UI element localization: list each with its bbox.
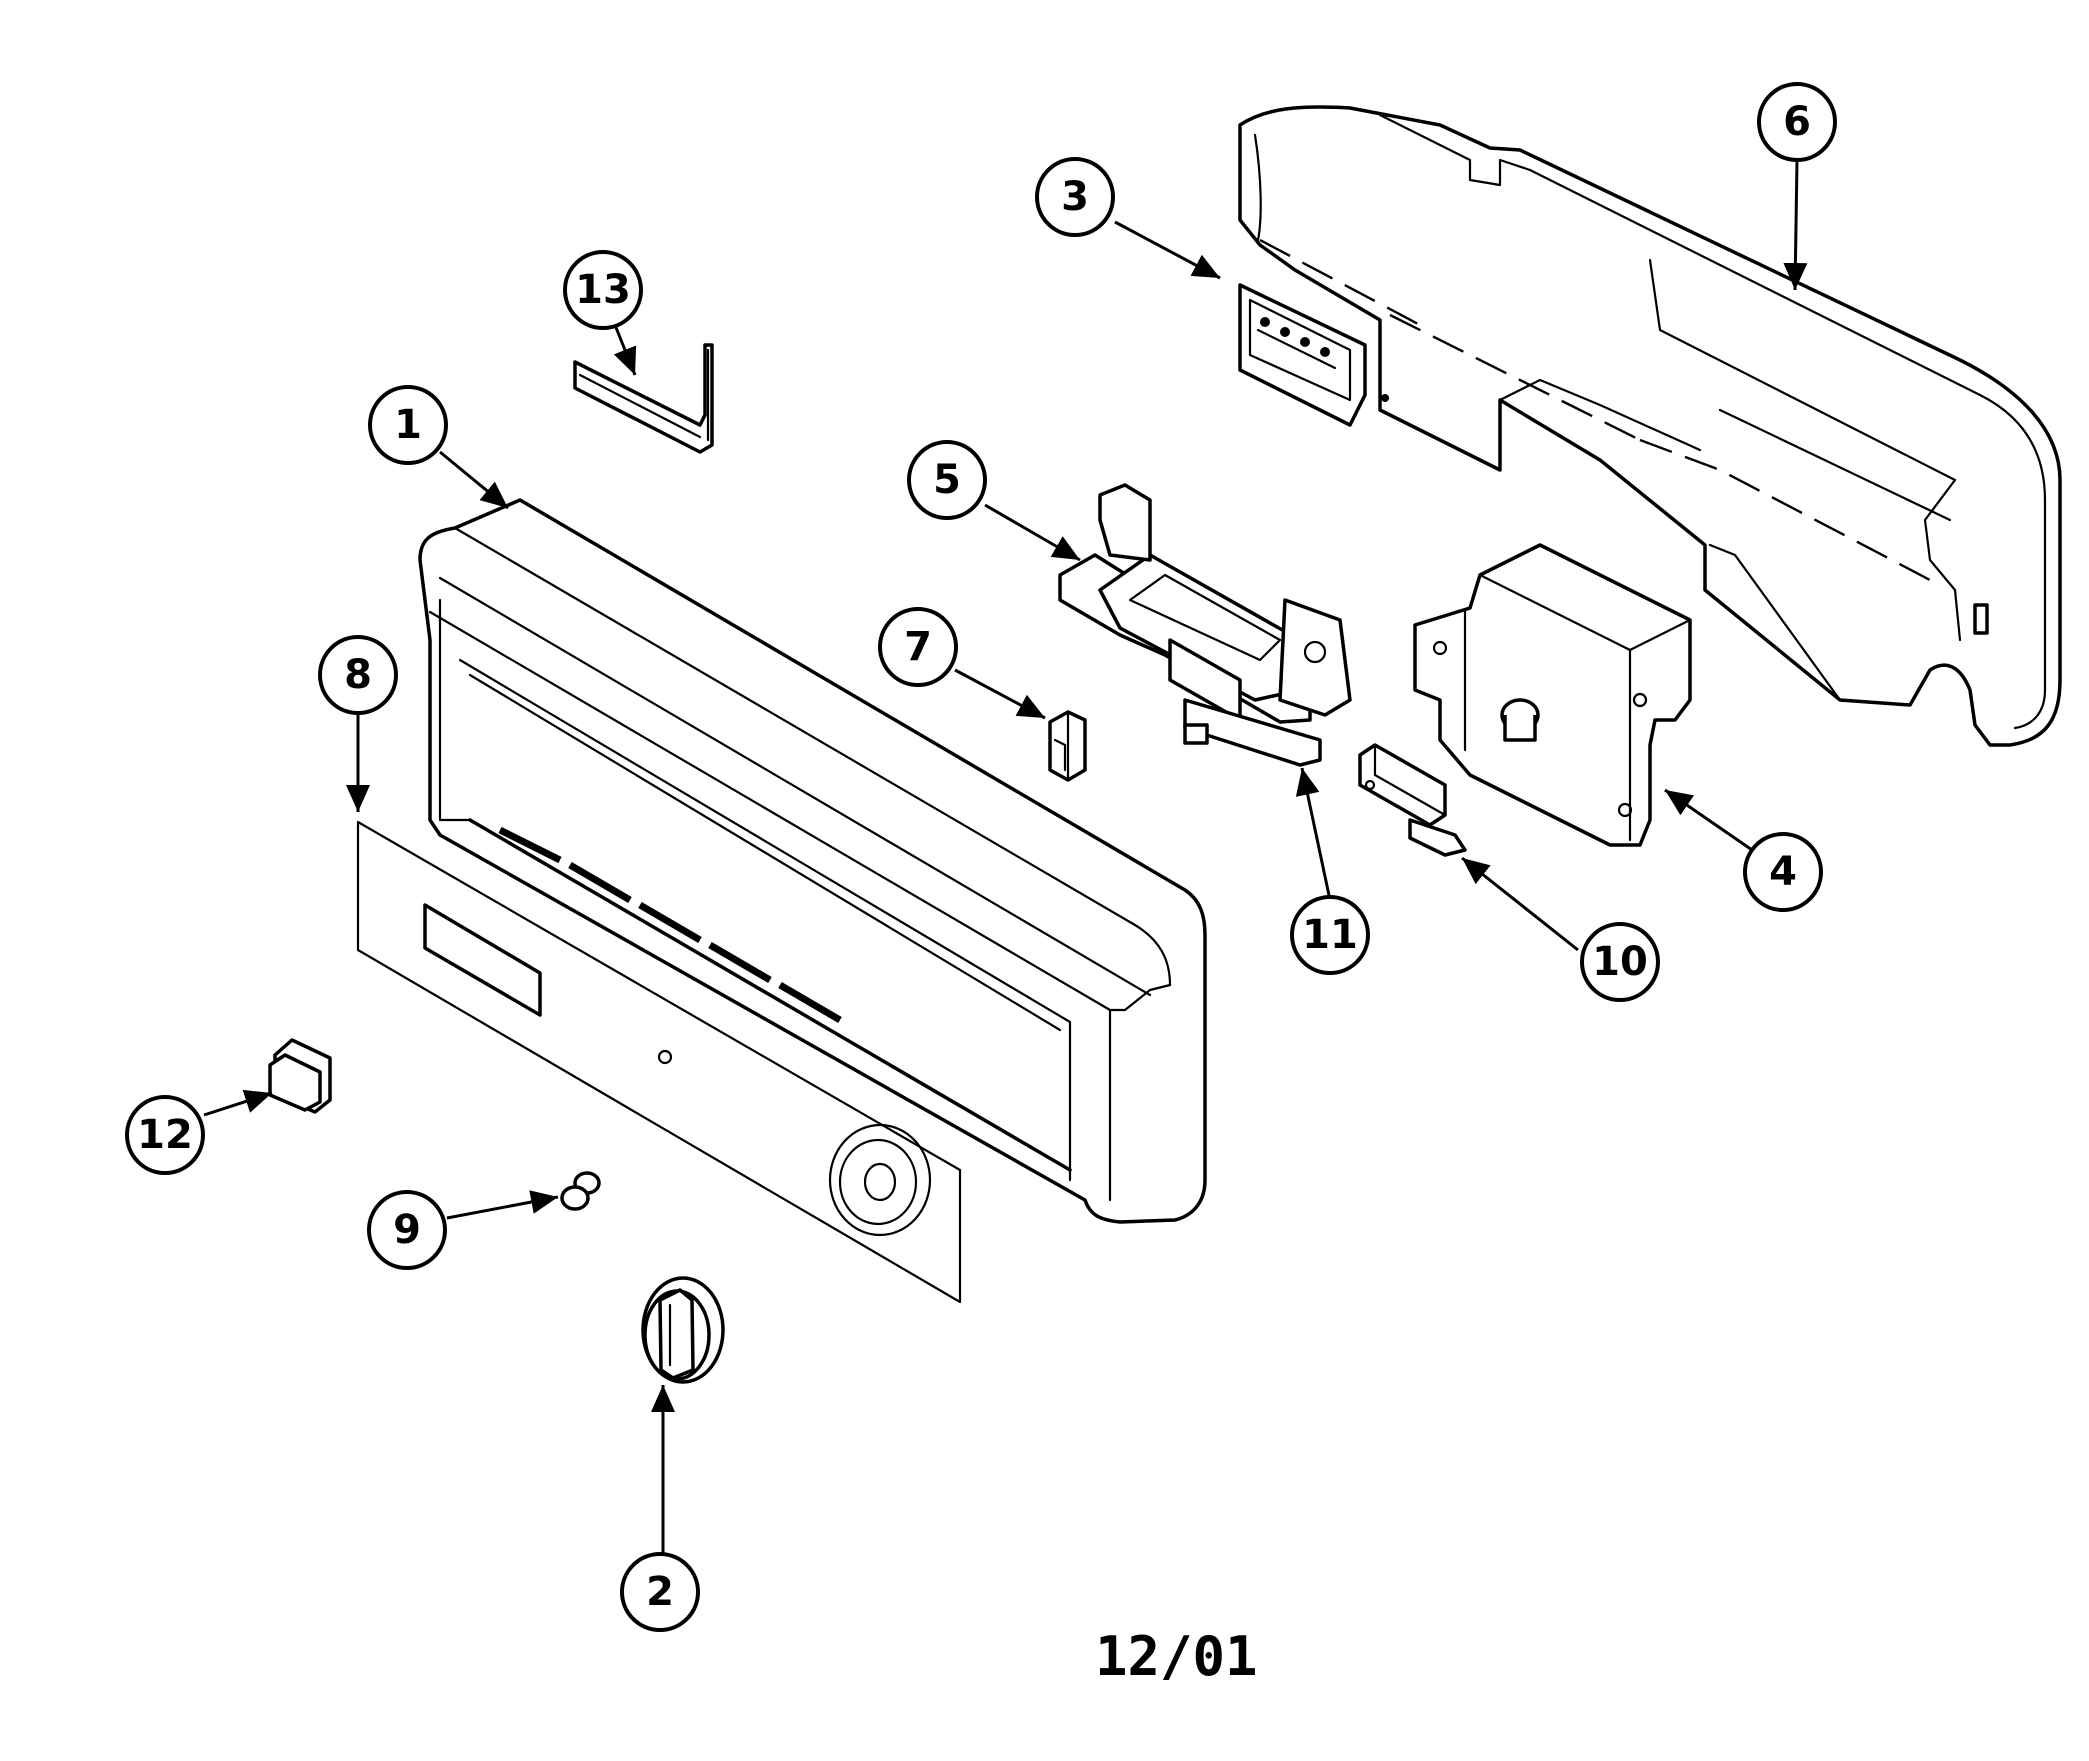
callout-label: 2 <box>646 1569 674 1615</box>
leader-lines <box>203 159 1808 1555</box>
callout-label: 3 <box>1061 174 1089 220</box>
callout-label: 10 <box>1592 939 1648 985</box>
part-13-seal-strip <box>573 343 714 454</box>
leader-6 <box>1783 159 1808 291</box>
leader-12 <box>203 1089 273 1117</box>
leader-4 <box>1664 788 1756 854</box>
callout-6: 6 <box>1757 82 1837 162</box>
callout-label: 4 <box>1769 849 1797 895</box>
callout-9: 9 <box>367 1190 447 1270</box>
part-10-micro-switch <box>1358 743 1467 857</box>
part-4-timer <box>1413 543 1692 847</box>
callout-label: 5 <box>933 457 961 503</box>
callout-2: 2 <box>620 1552 700 1632</box>
callout-label: 12 <box>137 1112 193 1158</box>
callout-4: 4 <box>1743 832 1823 912</box>
callout-8: 8 <box>318 635 398 715</box>
part-5-switch-bracket <box>1058 483 1352 767</box>
leader-7 <box>954 668 1046 720</box>
callout-7: 7 <box>878 607 958 687</box>
callout-5: 5 <box>907 440 987 520</box>
callout-12: 12 <box>125 1095 205 1175</box>
part-8-control-panel-overlay <box>356 820 962 1304</box>
part-9-rivet <box>560 1171 601 1211</box>
callout-label: 13 <box>575 267 631 313</box>
callout-label: 9 <box>393 1207 421 1253</box>
leader-1 <box>439 450 509 510</box>
date-code: 12/01 <box>1095 1625 1258 1688</box>
part-3-terminal-block <box>1238 283 1389 427</box>
leader-3 <box>1114 220 1221 280</box>
callout-3: 3 <box>1035 157 1115 237</box>
callout-label: 6 <box>1783 99 1811 145</box>
callout-11: 11 <box>1290 895 1370 975</box>
part-7-clip <box>1048 710 1087 782</box>
leader-9 <box>446 1190 559 1220</box>
callout-label: 7 <box>904 624 932 670</box>
part-6-control-housing <box>1238 105 2062 747</box>
part-12-push-button <box>268 1038 332 1114</box>
part-1-console-panel <box>418 498 1207 1224</box>
callout-label: 11 <box>1302 912 1358 958</box>
callout-1: 1 <box>368 385 448 465</box>
callout-label: 1 <box>394 402 422 448</box>
callout-10: 10 <box>1580 922 1660 1002</box>
callout-label: 8 <box>344 652 372 698</box>
leader-10 <box>1461 856 1579 952</box>
leader-13 <box>613 324 637 376</box>
leader-11 <box>1295 767 1332 901</box>
leader-5 <box>984 503 1081 562</box>
callout-13: 13 <box>563 250 643 330</box>
part-2-knob <box>641 1276 725 1384</box>
